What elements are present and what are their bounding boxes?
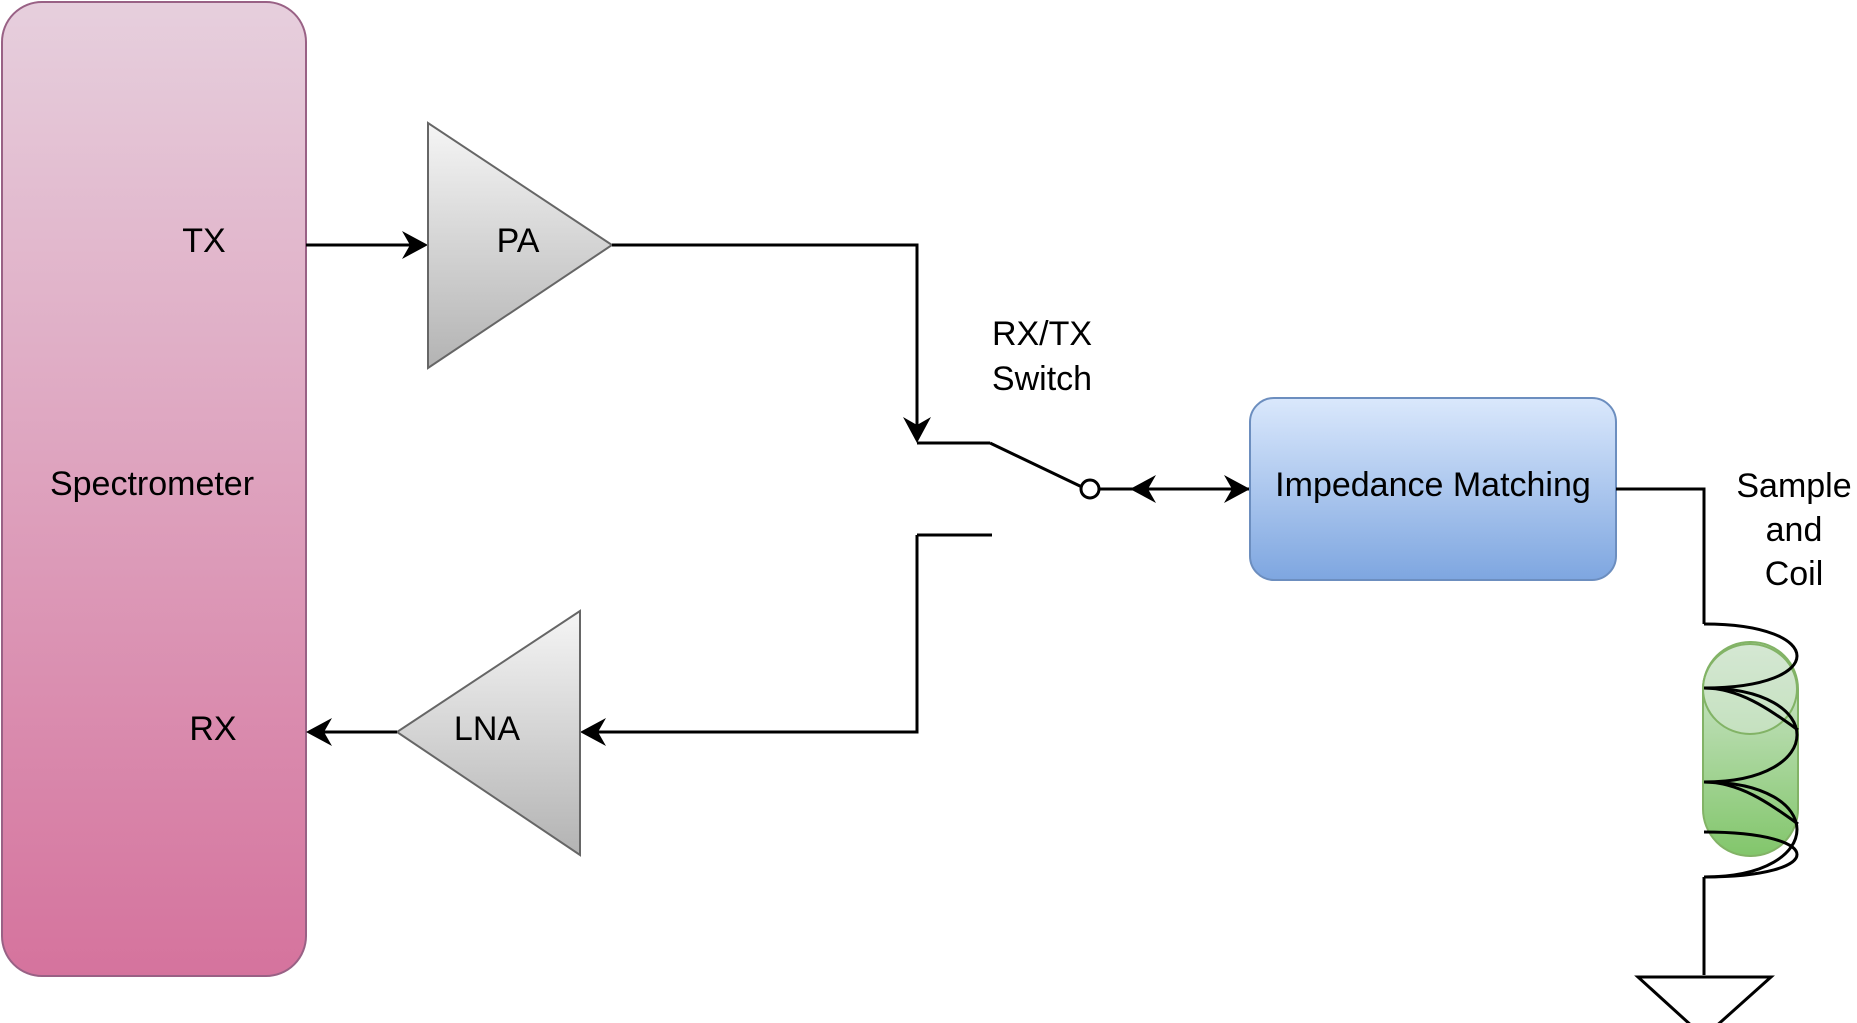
spectrometer-block: Spectrometer TX RX [1, 1, 307, 977]
lna-output-wire [306, 718, 397, 746]
rx-port-label: RX [189, 710, 236, 748]
bidirectional-arrowhead-right [1224, 475, 1250, 503]
coil-feed-wire [1616, 487, 1706, 624]
rx-wire [580, 535, 919, 746]
tx-arrowhead [402, 231, 428, 259]
impedance-matching-label: Impedance Matching [1275, 466, 1591, 504]
rx-tx-switch: RX/TX Switch [917, 315, 1101, 537]
switch-label-line1: RX/TX [992, 315, 1092, 353]
coil-exit-loop [1703, 830, 1799, 879]
sample-label-line1: Sample [1736, 467, 1851, 505]
coil-winding-front [1703, 686, 1799, 826]
lna-label: LNA [454, 710, 520, 748]
tx-port-label: TX [182, 222, 225, 260]
pa-label: PA [497, 222, 540, 260]
lna-amplifier: LNA [395, 609, 581, 857]
bidirectional-wire [1099, 475, 1250, 503]
switch-input-arrowhead [903, 417, 931, 443]
coil-winding [1703, 622, 1799, 879]
bidirectional-arrowhead-left [1130, 475, 1156, 503]
rx-arrowhead [306, 718, 332, 746]
sample-label-line3: Coil [1765, 555, 1824, 593]
sample-label-line2: and [1766, 511, 1823, 549]
switch-pivot [1079, 478, 1101, 500]
lna-input-arrowhead [580, 718, 606, 746]
pa-triangle [427, 121, 614, 370]
pa-amplifier: PA [427, 121, 614, 370]
tx-wire [306, 231, 428, 259]
spectrometer-box [1, 1, 307, 977]
switch-blade [989, 441, 1083, 489]
switch-label-line2: Switch [992, 360, 1092, 398]
impedance-matching-block: Impedance Matching [1249, 397, 1617, 581]
spectrometer-label: Spectrometer [50, 465, 254, 503]
pa-output-wire [612, 243, 931, 443]
ground-symbol-icon [1634, 975, 1775, 1023]
sample-and-coil: Sample and Coil [1634, 467, 1852, 1023]
lna-triangle [395, 609, 581, 857]
